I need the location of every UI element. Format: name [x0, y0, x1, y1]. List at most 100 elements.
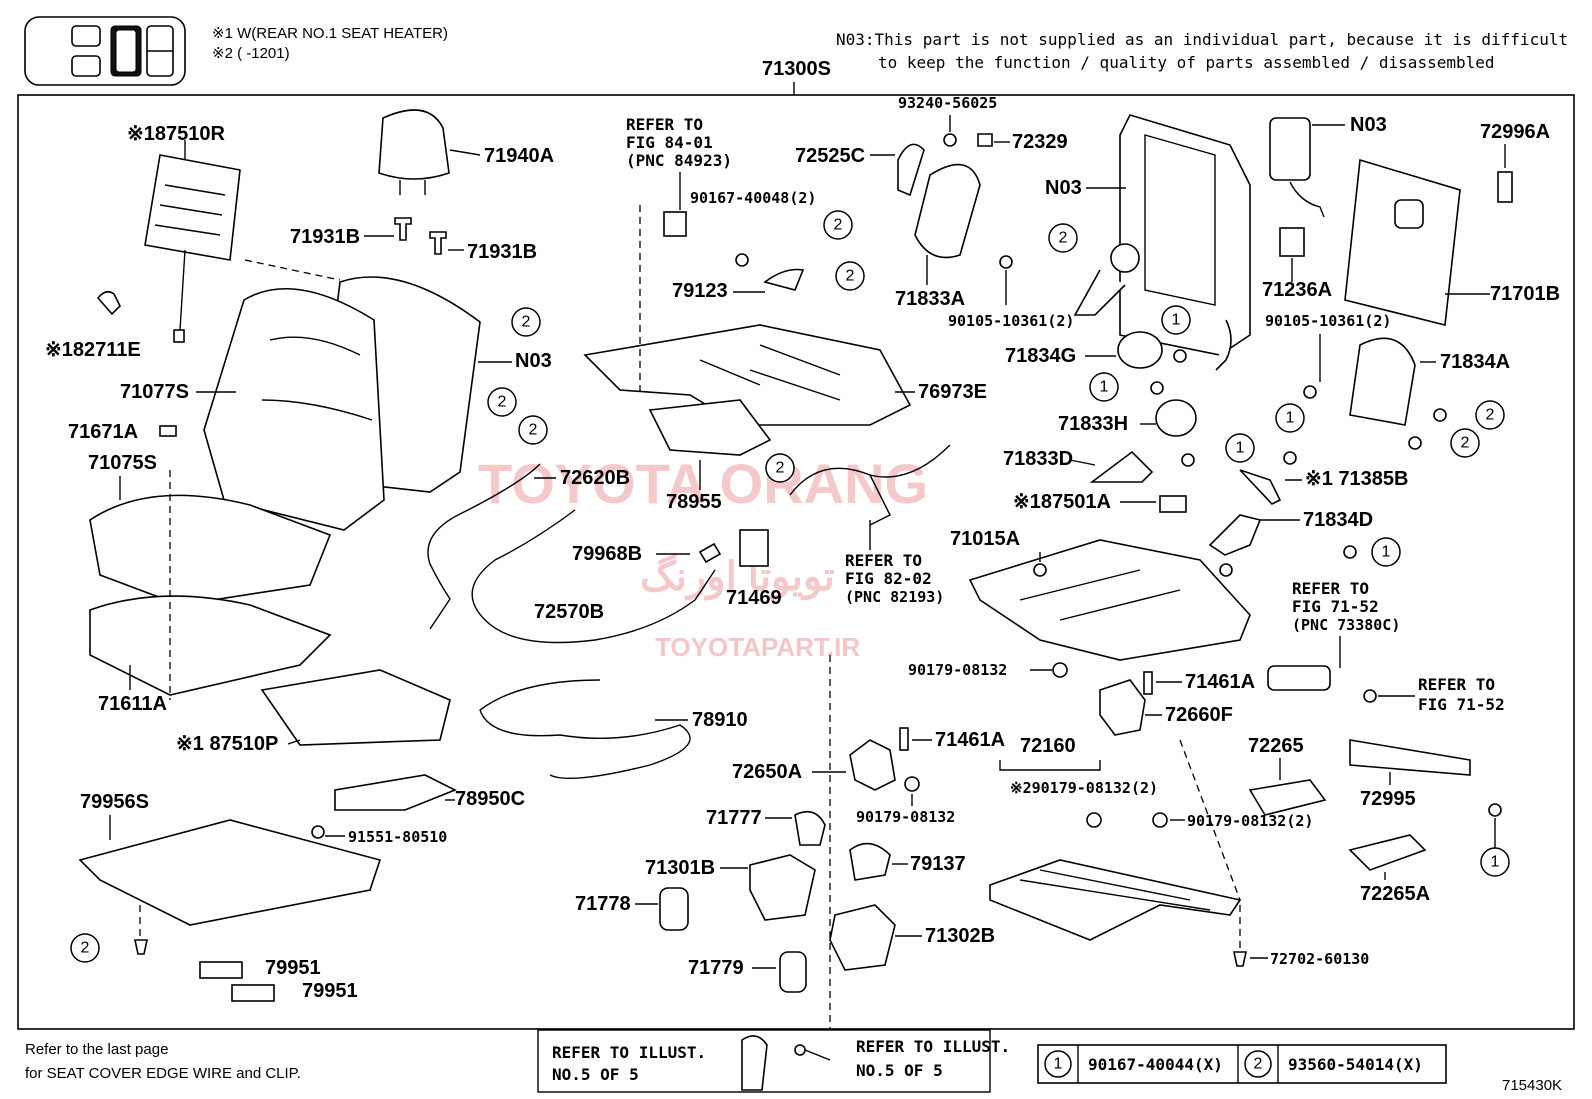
label-91551-80510: 91551-80510 [348, 828, 447, 846]
label-72160: 72160 [1020, 735, 1076, 757]
svg-text:2: 2 [498, 394, 507, 411]
label-71385B: ※1 71385B [1305, 468, 1409, 490]
diagram-frame [17, 94, 1575, 1030]
label-71833D: 71833D [1003, 448, 1073, 470]
seat-layout-icon [24, 16, 186, 86]
lever-72525C [897, 143, 925, 197]
callout-1-a [1161, 305, 1191, 335]
cable-72570B [471, 509, 716, 644]
label-72329: 72329 [1012, 131, 1068, 153]
range-note: ※2 ( -1201) [212, 45, 290, 62]
label-71834A: 71834A [1440, 351, 1510, 373]
footer-refer-line2: for SEAT COVER EDGE WIRE and CLIP. [25, 1065, 301, 1082]
sensor-71385B [1239, 469, 1282, 505]
label-290179-08132: ※290179-08132(2) [1010, 779, 1158, 797]
watermark-arabic: تویوتا اورنگ [640, 553, 835, 601]
label-71833H: 71833H [1058, 413, 1128, 435]
svg-text:2: 2 [1059, 230, 1068, 247]
svg-text:2: 2 [1254, 1056, 1263, 1073]
label-90105-10361-a: 90105-10361(2) [948, 312, 1074, 330]
cover-79123 [763, 268, 805, 291]
callout-2-h [1475, 400, 1505, 430]
label-90105-10361-b: 90105-10361(2) [1265, 312, 1391, 330]
label-71940A: 71940A [484, 145, 554, 167]
svg-text:1: 1 [1054, 1056, 1063, 1073]
clip-71671A [159, 425, 177, 437]
buckle-73380C [1267, 665, 1331, 691]
label-79968B: 79968B [572, 543, 642, 565]
cable-78910 [479, 679, 691, 780]
watermark-site: TOYOTAPART.IR [655, 632, 860, 662]
svg-text:1: 1 [1491, 854, 1500, 871]
callout-2-i [1450, 428, 1480, 458]
refer71-line1: REFER TO [1292, 579, 1369, 598]
seat-cushion-cover [89, 494, 332, 606]
figure-code: 715430K [1502, 1077, 1562, 1094]
callout-2-f [823, 210, 853, 240]
watermark-text: TOYOTA ORANG [478, 452, 928, 515]
cover-71834A [1349, 337, 1416, 426]
refer84-line1: REFER TO [626, 115, 703, 134]
illust-b-line1: REFER TO ILLUST. [856, 1037, 1010, 1056]
n03-note-line1: N03:This part is not supplied as an indi… [836, 30, 1568, 49]
label-71931B-right: 71931B [467, 241, 537, 263]
callout-2-e [765, 453, 795, 483]
seat-frame-71015A [968, 539, 1251, 661]
connector-87501A [1159, 495, 1187, 513]
cable-72620B [427, 463, 541, 630]
bracket-71469 [739, 529, 769, 567]
cover-71833D [1089, 450, 1154, 483]
legend-part-1: 90167-40044(X) [1088, 1055, 1223, 1074]
svg-text:2: 2 [846, 268, 855, 285]
svg-text:2: 2 [522, 314, 531, 331]
label-187510P: ※1 87510P [176, 733, 278, 755]
seat-track-72160 [989, 859, 1242, 941]
callout-2-a [511, 307, 541, 337]
legend-callout-1 [1044, 1050, 1072, 1078]
spring-71461A-a [1143, 671, 1153, 695]
label-71834G: 71834G [1005, 345, 1076, 367]
lock-71302B [829, 904, 896, 971]
recliner-hinge [1110, 243, 1140, 273]
label-72996A: 72996A [1480, 121, 1550, 143]
label-72525C: 72525C [795, 145, 865, 167]
seat-cushion-frame [583, 324, 912, 426]
spring-71461A-b [899, 727, 909, 751]
label-71461A-a: 71461A [1185, 671, 1255, 693]
svg-text:2: 2 [81, 940, 90, 957]
label-182711E: ※182711E [45, 339, 141, 361]
lever-72660F [1099, 679, 1146, 736]
board-71701B [1344, 158, 1461, 326]
label-71778: 71778 [575, 893, 631, 915]
label-187510R: ※187510R [127, 123, 225, 145]
cover-71833A [914, 163, 981, 259]
svg-text:1: 1 [1236, 440, 1245, 457]
seat-undercover [78, 819, 382, 926]
headrest-guide-right [429, 231, 447, 255]
clip-72996A [1497, 171, 1513, 203]
legend-table [1037, 1044, 1447, 1084]
callout-2-j [1480, 847, 1510, 877]
cap-79951-a [199, 961, 243, 979]
label-76973E: 76973E [918, 381, 987, 403]
cover-72995 [1349, 739, 1471, 776]
callout-1-b [1089, 372, 1119, 402]
clip-71236A [1279, 227, 1305, 257]
label-71236A: 71236A [1262, 279, 1332, 301]
label-93240-56025: 93240-56025 [898, 94, 997, 112]
refer71-line3: (PNC 73380C) [1292, 616, 1400, 634]
cover-72265A [1348, 834, 1427, 871]
module-N03 [1269, 117, 1311, 181]
label-90179-08132-a: 90179-08132 [908, 661, 1007, 679]
cover-71778 [659, 887, 689, 931]
illust-box [537, 1029, 991, 1093]
callout-2-d [518, 415, 548, 445]
refer82-line3: (PNC 82193) [845, 588, 944, 606]
label-N03-module: N03 [1350, 114, 1387, 136]
callout-1-d [1275, 403, 1305, 433]
svg-text:1: 1 [1100, 379, 1109, 396]
label-90179-08132-b: 90179-08132 [856, 808, 955, 826]
label-72650A: 72650A [732, 761, 802, 783]
label-79951-a: 79951 [265, 957, 321, 979]
svg-text:2: 2 [1486, 407, 1495, 424]
